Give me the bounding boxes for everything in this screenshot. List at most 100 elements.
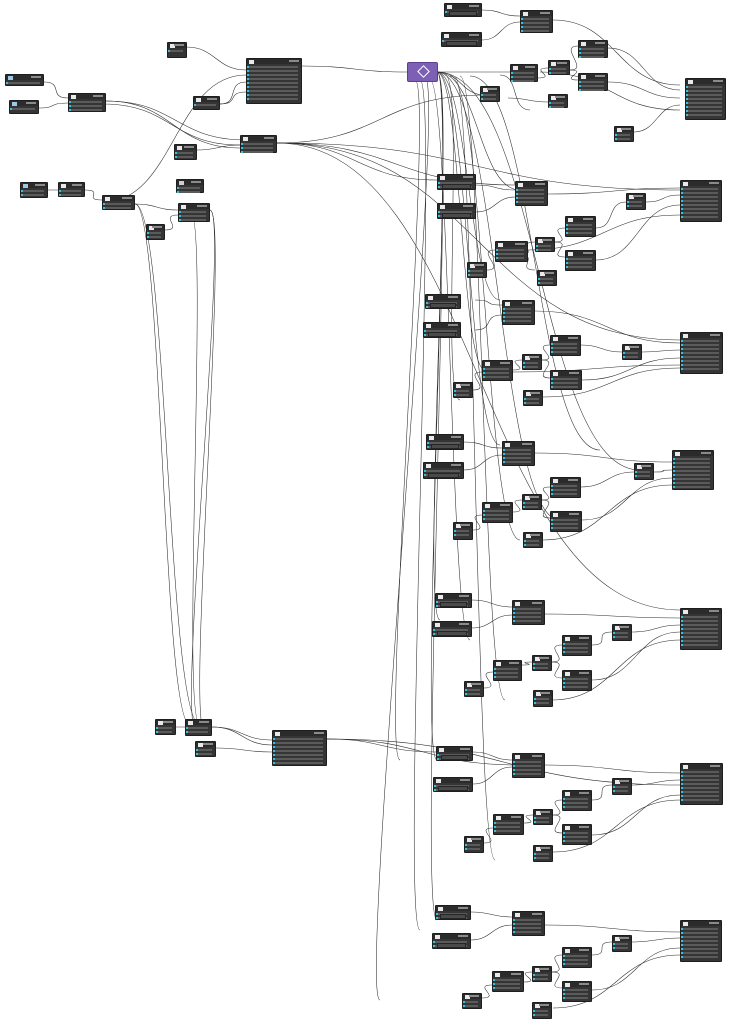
- input-port[interactable]: [524, 402, 526, 404]
- input-node[interactable]: [146, 224, 165, 240]
- input-port[interactable]: [196, 753, 198, 755]
- input-port[interactable]: [615, 134, 617, 136]
- input-port[interactable]: [538, 282, 540, 284]
- output-node[interactable]: [685, 78, 726, 120]
- input-node[interactable]: [523, 532, 543, 548]
- input-port[interactable]: [566, 266, 568, 268]
- input-port[interactable]: [681, 192, 683, 194]
- input-port[interactable]: [524, 540, 526, 542]
- process-node[interactable]: [102, 195, 135, 210]
- input-port[interactable]: [686, 90, 688, 92]
- input-port[interactable]: [533, 974, 535, 976]
- input-port[interactable]: [681, 352, 683, 354]
- math-node[interactable]: [550, 477, 581, 498]
- file-input-node[interactable]: [435, 905, 471, 920]
- input-port[interactable]: [483, 372, 485, 374]
- output-node[interactable]: [680, 332, 723, 374]
- input-port[interactable]: [454, 390, 456, 392]
- input-port[interactable]: [511, 80, 513, 82]
- input-port[interactable]: [579, 52, 581, 54]
- node-value-field[interactable]: [428, 473, 459, 478]
- input-port[interactable]: [424, 470, 426, 472]
- input-port[interactable]: [427, 446, 429, 448]
- input-port[interactable]: [247, 70, 249, 72]
- input-port[interactable]: [635, 475, 637, 477]
- input-port[interactable]: [438, 211, 440, 213]
- input-port[interactable]: [516, 189, 518, 191]
- input-port[interactable]: [433, 629, 435, 631]
- input-port[interactable]: [549, 72, 551, 74]
- input-port[interactable]: [175, 156, 177, 158]
- input-port[interactable]: [521, 26, 523, 28]
- math-node[interactable]: [562, 981, 592, 1002]
- process-node[interactable]: [240, 135, 277, 153]
- input-node[interactable]: [480, 86, 500, 102]
- input-port[interactable]: [627, 205, 629, 207]
- input-port[interactable]: [563, 647, 565, 649]
- input-port[interactable]: [513, 761, 515, 763]
- input-port[interactable]: [156, 727, 158, 729]
- input-port[interactable]: [513, 919, 515, 921]
- input-port[interactable]: [433, 945, 435, 947]
- input-port[interactable]: [247, 74, 249, 76]
- input-port[interactable]: [503, 453, 505, 455]
- input-port[interactable]: [673, 462, 675, 464]
- input-port[interactable]: [673, 478, 675, 480]
- input-port[interactable]: [241, 151, 243, 153]
- input-port[interactable]: [627, 201, 629, 203]
- input-port[interactable]: [579, 85, 581, 87]
- input-port[interactable]: [579, 56, 581, 58]
- input-port[interactable]: [523, 506, 525, 508]
- input-port[interactable]: [563, 955, 565, 957]
- math-node[interactable]: [522, 494, 542, 510]
- file-input-node[interactable]: [423, 322, 461, 338]
- input-port[interactable]: [566, 258, 568, 260]
- math-node[interactable]: [493, 660, 522, 681]
- file-input-node[interactable]: [435, 593, 472, 608]
- note-node[interactable]: [176, 179, 204, 193]
- input-port[interactable]: [681, 636, 683, 638]
- input-port[interactable]: [503, 461, 505, 463]
- input-port[interactable]: [69, 109, 71, 111]
- input-port[interactable]: [551, 523, 553, 525]
- input-port[interactable]: [673, 466, 675, 468]
- input-port[interactable]: [635, 471, 637, 473]
- input-port[interactable]: [481, 94, 483, 96]
- math-node[interactable]: [493, 814, 524, 835]
- math-node[interactable]: [532, 655, 552, 671]
- input-port[interactable]: [533, 1010, 535, 1012]
- node-value-field[interactable]: [440, 602, 467, 607]
- input-port[interactable]: [247, 78, 249, 80]
- input-port[interactable]: [563, 798, 565, 800]
- input-port[interactable]: [551, 386, 553, 388]
- node-value-field[interactable]: [446, 41, 477, 46]
- input-port[interactable]: [494, 676, 496, 678]
- input-port[interactable]: [513, 931, 515, 933]
- input-port[interactable]: [534, 853, 536, 855]
- input-port[interactable]: [563, 840, 565, 842]
- input-port[interactable]: [681, 200, 683, 202]
- input-port[interactable]: [681, 368, 683, 370]
- input-port[interactable]: [437, 758, 439, 760]
- process-node[interactable]: [178, 203, 210, 222]
- input-node[interactable]: [467, 262, 487, 278]
- input-port[interactable]: [686, 114, 688, 116]
- math-node[interactable]: [533, 809, 553, 825]
- input-port[interactable]: [103, 207, 105, 209]
- input-port[interactable]: [681, 936, 683, 938]
- input-port[interactable]: [513, 927, 515, 929]
- input-node[interactable]: [155, 719, 176, 735]
- process-node[interactable]: [512, 600, 545, 625]
- input-port[interactable]: [59, 190, 61, 192]
- input-port[interactable]: [463, 1001, 465, 1003]
- input-port[interactable]: [424, 330, 426, 332]
- input-port[interactable]: [681, 644, 683, 646]
- input-port[interactable]: [681, 348, 683, 350]
- input-port[interactable]: [483, 376, 485, 378]
- process-node[interactable]: [502, 300, 535, 325]
- input-port[interactable]: [496, 257, 498, 259]
- input-port[interactable]: [563, 686, 565, 688]
- input-port[interactable]: [615, 138, 617, 140]
- input-port[interactable]: [613, 632, 615, 634]
- input-port[interactable]: [681, 779, 683, 781]
